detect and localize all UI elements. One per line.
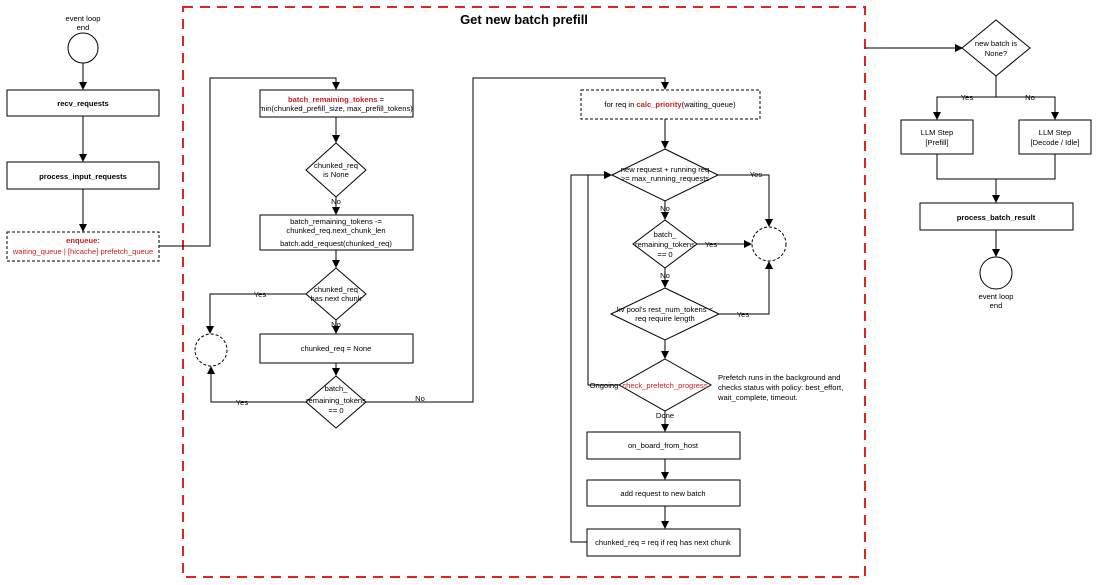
label-no-d1: No	[660, 204, 670, 213]
merge-node-right	[751, 226, 787, 262]
label-yes-d2: Yes	[705, 240, 718, 249]
brt-zero-decision-left	[305, 375, 367, 429]
end-label-line-1: event loop	[978, 292, 1013, 301]
chunk-none-line-2: is None	[323, 170, 349, 179]
edge-decode-join	[996, 154, 1056, 180]
edge-d1-yes	[718, 174, 773, 227]
brt0-line-3: == 0	[328, 406, 343, 415]
merge-node-left	[194, 333, 228, 367]
label-done: Done	[656, 411, 674, 420]
next-chunk-line-2: has next chunk	[310, 294, 361, 303]
chunk-none-line-1: chunked_req	[314, 161, 358, 170]
edge-d3-yes	[719, 261, 773, 315]
edge-far-no	[996, 96, 1059, 120]
edge-brt0-yes	[207, 366, 306, 403]
label-yes-2: Yes	[236, 398, 249, 407]
set-chunk-none-node	[259, 333, 414, 364]
edge-nextchunk-yes	[206, 293, 306, 334]
label-yes-d3: Yes	[737, 310, 750, 319]
label-no-1: No	[331, 197, 341, 206]
d2-line-3: == 0	[657, 250, 672, 259]
edge-prefill-join	[936, 154, 996, 180]
llm-step-prefill-node	[900, 119, 974, 155]
edge-enqueue-brt	[159, 77, 340, 247]
d3-line-1: kv pool's rest_num_tokens <	[617, 305, 714, 314]
brt-line-2: min(chunked_prefill_size, max_prefill_to…	[259, 104, 413, 113]
start-label-line-2: end	[77, 23, 90, 32]
process-input-label: process_input_requests	[39, 172, 127, 181]
onboard-from-host-node	[586, 431, 741, 460]
far-d-line-2: None?	[985, 49, 1007, 58]
add-label: add request to new batch	[620, 489, 705, 498]
set-none-label: chunked_req = None	[301, 344, 372, 353]
note-line-1: Prefetch runs in the background and	[718, 373, 840, 382]
sub-line-2: chunked_req.next_chunk_len	[286, 226, 385, 235]
onboard-label: on_board_from_host	[628, 441, 699, 450]
start-node	[67, 32, 99, 64]
d2-line-1: batch_	[654, 230, 678, 239]
subtract-chunk-node	[259, 214, 414, 251]
edge-brt0-no	[366, 77, 669, 403]
enqueue-node	[6, 231, 160, 262]
label-yes-1: Yes	[254, 290, 267, 299]
start-label-line-1: event loop	[65, 14, 100, 23]
far-d-line-1: new batch is	[975, 39, 1017, 48]
edge-far-yes	[933, 96, 996, 120]
add-to-batch-node	[586, 479, 741, 507]
note-line-2: checks status with policy: best_effort,	[718, 383, 843, 392]
prefill-line-2: [Prefill]	[925, 138, 948, 147]
sub-line-3: batch.add_request(chunked_req)	[280, 239, 392, 248]
brt-line-1: batch_remaining_tokens =	[288, 95, 385, 104]
d2-line-2: remaining_tokens	[635, 240, 695, 249]
chunked-label: chunked_req = req if req has next chunk	[595, 538, 731, 547]
llm-step-decode-node	[1018, 119, 1092, 155]
prefill-region-frame	[182, 6, 866, 578]
region-title: Get new batch prefill	[460, 12, 588, 27]
enqueue-title: enqueue:	[66, 236, 100, 245]
chunked-req-assign-node	[586, 528, 741, 557]
prefill-line-1: LLM Step	[921, 128, 954, 137]
process-batch-result-node	[919, 202, 1074, 231]
decode-line-2: [Decode / Idle]	[1031, 138, 1080, 147]
d3-line-2: req require length	[635, 314, 695, 323]
enqueue-body: waiting_queue | [hicache] prefetch_queue	[12, 247, 153, 256]
brt0-line-2: remaining_tokens	[306, 396, 366, 405]
label-yes-d1: Yes	[750, 170, 763, 179]
brt0-line-1: batch_	[325, 384, 349, 393]
for-label: for req in calc_priority(waiting_queue)	[604, 100, 736, 109]
label-far-no: No	[1025, 93, 1035, 102]
sub-line-1: batch_remaining_tokens -=	[290, 217, 382, 226]
recv-requests-node	[6, 89, 160, 117]
decode-line-1: LLM Step	[1039, 128, 1072, 137]
label-no-2: No	[331, 320, 341, 329]
next-chunk-line-1: chunked_req	[314, 285, 358, 294]
recv-requests-label: recv_requests	[57, 99, 109, 108]
label-no-d2: No	[660, 271, 670, 280]
result-label: process_batch_result	[957, 213, 1036, 222]
label-no-3: No	[415, 394, 425, 403]
for-calc-priority-node	[580, 89, 761, 120]
edge-check-ongoing	[587, 171, 619, 386]
label-ongoing: Ongoing	[590, 381, 619, 390]
end-node	[979, 256, 1013, 290]
new-batch-none-decision	[961, 19, 1031, 77]
label-far-yes: Yes	[961, 93, 974, 102]
d1-line-1: new request + running req	[621, 165, 709, 174]
check-label: check_prefetch_progress	[622, 381, 707, 390]
end-label-line-2: end	[990, 301, 1003, 310]
note-line-3: wait_complete, timeout.	[717, 393, 798, 402]
d1-line-2: >= max_running_requests	[621, 174, 709, 183]
edge-chunked-loop	[570, 171, 612, 543]
